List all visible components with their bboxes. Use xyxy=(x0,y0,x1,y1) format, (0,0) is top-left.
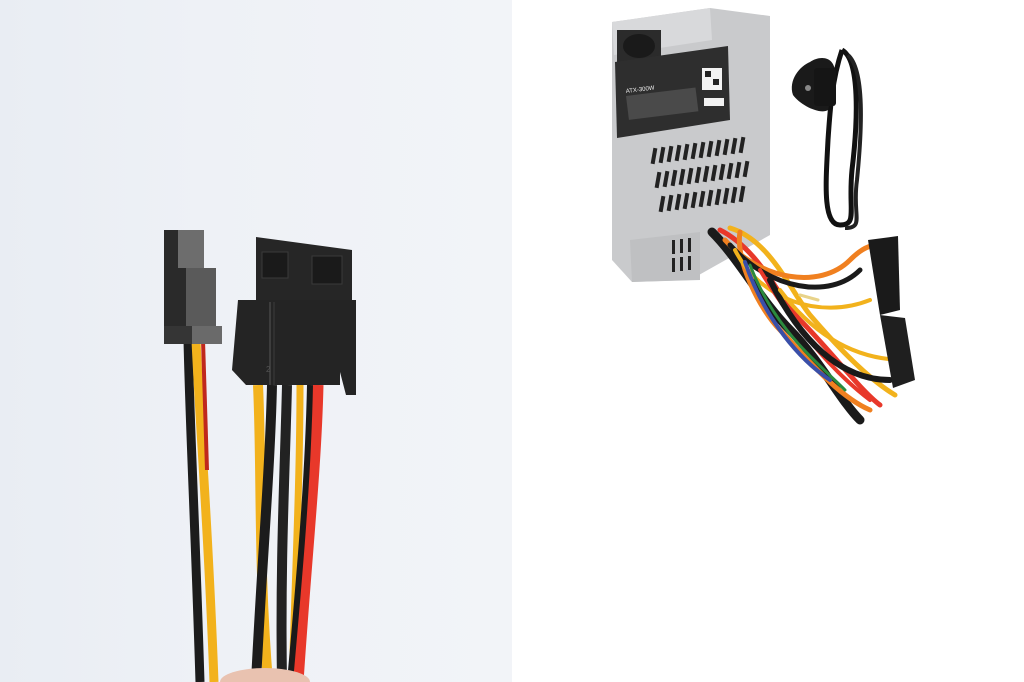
fan-connector xyxy=(164,230,222,344)
psu-cable-bundle xyxy=(707,225,915,425)
svg-text:2: 2 xyxy=(266,365,271,374)
product-panel: ATX-300W xyxy=(512,0,1024,682)
svg-text:ATX-300W: ATX-300W xyxy=(626,85,656,95)
connector-photo: 2 xyxy=(0,0,512,682)
eu-power-cord xyxy=(791,47,863,230)
molex-connector: 2 xyxy=(232,237,356,395)
psu-illustration: ATX-300W xyxy=(612,8,915,425)
connector-illustration: 2 xyxy=(164,230,356,682)
power-supply-unit: ATX-300W xyxy=(612,8,770,282)
